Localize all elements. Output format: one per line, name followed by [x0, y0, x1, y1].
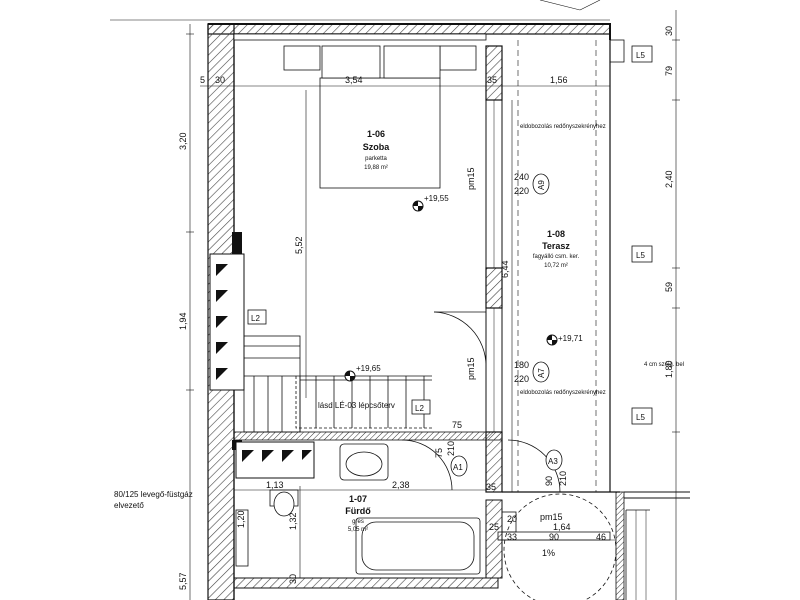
dim-b-30: 30 — [288, 574, 298, 584]
szoba-name: Szoba — [363, 142, 390, 152]
note-stair: lásd LÉ-03 lépcsőterv — [318, 401, 395, 410]
dim-w-220b: 220 — [514, 374, 529, 384]
note-flue-1: 80/125 levegő-füstgáz — [114, 490, 193, 499]
dim-right-180: 1,80 — [664, 360, 674, 378]
dim-w-240: 240 — [514, 172, 529, 182]
bed — [283, 45, 477, 189]
dim-inner-552: 5,52 — [294, 236, 304, 254]
szoba-floor: parketta — [365, 156, 387, 162]
dim-pm15a: pm15 — [466, 167, 476, 190]
terasz-name: Terasz — [542, 241, 570, 251]
note-redony-2: eldobozolás redőnyszekrényhez — [520, 390, 606, 396]
terasz-floor: fagyálló csm. ker. — [533, 254, 580, 260]
note-flue-2: elvezető — [114, 501, 144, 510]
dim-w-220a: 220 — [514, 186, 529, 196]
tag-l2b: L2 — [415, 404, 424, 413]
tag-a1: A1 — [453, 463, 463, 472]
dim-pm15b: pm15 — [466, 357, 476, 380]
tag-frames — [247, 45, 653, 477]
furdo-name: Fürdő — [345, 506, 371, 516]
tag-l5b: L5 — [636, 251, 645, 260]
dim-right-59: 59 — [664, 282, 674, 292]
bathroom-fixtures — [235, 443, 481, 575]
dim-bath-132: 1,32 — [288, 512, 298, 530]
dim-d-210b: 210 — [558, 471, 568, 486]
dim-top-156: 1,56 — [550, 75, 568, 85]
dim-d-210a: 210 — [446, 441, 456, 456]
dim-b-46: 46 — [596, 532, 606, 542]
dim-b-20: 20 — [507, 514, 517, 524]
dim-left-557: 5,57 — [178, 572, 188, 590]
tag-l5c: L5 — [636, 413, 645, 422]
interior-walls — [232, 45, 503, 579]
chimney-block — [209, 253, 315, 479]
dim-top-30: 30 — [215, 75, 225, 85]
dim-right-240: 2,40 — [664, 170, 674, 188]
dim-left-320: 3,20 — [178, 132, 188, 150]
dim-bath-113: 1,13 — [266, 480, 284, 490]
tag-a3: A3 — [548, 457, 558, 466]
dim-d-90: 90 — [544, 476, 554, 486]
dim-inner-644: 6,44 — [500, 260, 510, 278]
terasz-code: 1-08 — [547, 229, 565, 239]
szoba-area: 19,88 m² — [364, 165, 388, 171]
note-beam: 4 cm szeig. bel — [644, 362, 684, 368]
level-terasz: +19,71 — [558, 334, 583, 343]
terrace-outline — [497, 39, 690, 600]
dim-bath-120: 1,20 — [236, 510, 246, 528]
dim-right-79: 79 — [664, 66, 674, 76]
szoba-code: 1-06 — [367, 129, 385, 139]
furdo-area: 5,05 m² — [348, 527, 368, 533]
tag-l5a: L5 — [636, 51, 645, 60]
dim-top-354: 3,54 — [345, 75, 363, 85]
dim-b-35: 35 — [486, 482, 496, 492]
dim-b-25: 25 — [489, 522, 499, 532]
tag-l2a: L2 — [251, 314, 260, 323]
dimension-lines — [110, 0, 680, 600]
dim-pm15c: pm15 — [540, 512, 563, 522]
terasz-area: 10,72 m² — [544, 263, 568, 269]
dim-top-5: 5 — [200, 75, 205, 85]
tag-a7: A7 — [537, 368, 546, 378]
level-stair: +19,65 — [356, 364, 381, 373]
dim-b-33: 33 — [507, 532, 517, 542]
note-redony-1: eldobozolás redőnyszekrényhez — [520, 124, 606, 130]
dim-slope: 1% — [542, 548, 555, 558]
level-szoba: +19,55 — [424, 194, 449, 203]
dim-left-194: 1,94 — [178, 312, 188, 330]
dim-b-164: 1,64 — [553, 522, 571, 532]
furdo-code: 1-07 — [349, 494, 367, 504]
furdo-floor: gres — [352, 519, 364, 525]
dim-b-90: 90 — [549, 532, 559, 542]
tag-a9: A9 — [537, 180, 546, 190]
dim-bath-238: 2,38 — [392, 480, 410, 490]
dim-d-75b: 75 — [434, 448, 444, 458]
level-markers — [344, 200, 558, 382]
dim-right-30: 30 — [664, 26, 674, 36]
dim-top-35: 35 — [487, 75, 497, 85]
staircase — [243, 335, 432, 433]
dim-w-180: 180 — [514, 360, 529, 370]
dim-d-75a: 75 — [452, 420, 462, 430]
